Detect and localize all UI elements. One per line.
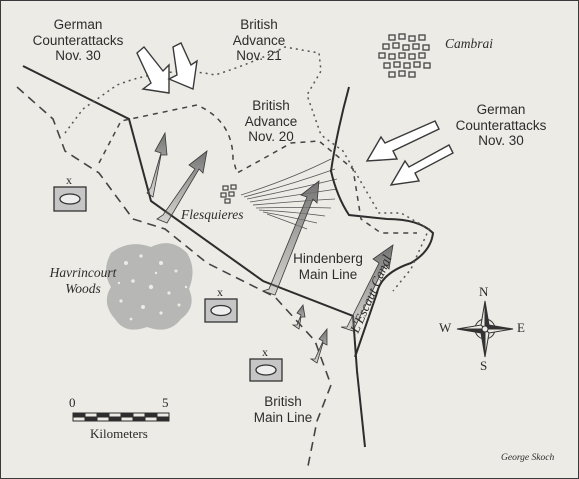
advance-arrow-5 xyxy=(291,304,306,330)
counterattack-arrow-ne-2 xyxy=(389,144,454,186)
counterattack-arrow-nw-1 xyxy=(136,45,170,94)
label-british-advance-nov20: British Advance Nov. 20 xyxy=(244,98,298,145)
unit-marker-south xyxy=(249,358,283,382)
advance-arrow-6 xyxy=(309,327,328,364)
flesquieres-village-symbol xyxy=(220,184,237,204)
unit-marker-west-x: x xyxy=(66,173,72,187)
label-british-advance-nov21: British Advance Nov. 21 xyxy=(232,17,286,64)
scale-bar xyxy=(72,412,170,422)
counterattack-arrow-ne-1 xyxy=(365,120,440,162)
compass-rose xyxy=(456,300,514,358)
advance-arrow-3 xyxy=(261,180,320,296)
unit-marker-center-x: x xyxy=(217,285,223,299)
compass-e: E xyxy=(517,320,525,335)
compass-s: S xyxy=(480,358,488,373)
unit-marker-west xyxy=(53,186,87,212)
scale-start-label: 0 xyxy=(69,395,76,410)
scale-end-label: 5 xyxy=(162,395,169,410)
map-credit: George Skoch xyxy=(501,453,555,463)
flesquieres-ridge-hatching xyxy=(240,158,338,230)
label-german-counterattacks-nw: German Counterattacks Nov. 30 xyxy=(32,17,124,64)
canal-path xyxy=(329,86,435,358)
label-hindenberg-main-line: Hindenberg Main Line xyxy=(293,251,363,282)
label-cambrai: Cambrai xyxy=(445,36,494,51)
advance-arrow-2 xyxy=(156,150,208,224)
counterattack-arrows xyxy=(136,42,454,186)
compass-n: N xyxy=(479,284,489,299)
unit-marker-center xyxy=(204,298,238,323)
british-main-line-path xyxy=(16,86,332,472)
advance-arrow-1 xyxy=(146,131,168,198)
hindenberg-line-path xyxy=(22,65,366,448)
label-havrincourt-woods: Havrincourt Woods xyxy=(49,265,117,296)
advance-nov20-line xyxy=(98,104,417,234)
havrincourt-woods-texture xyxy=(117,254,188,321)
cambrai-town-symbol xyxy=(378,33,431,78)
unit-marker-south-x: x xyxy=(262,345,268,359)
compass-w: W xyxy=(439,320,452,335)
label-british-main-line: British Main Line xyxy=(253,394,313,425)
counterattack-arrow-nw-2 xyxy=(167,42,198,90)
advance-arrows xyxy=(146,131,394,364)
label-flesquieres: Flesquieres xyxy=(181,207,244,222)
scale-unit-label: Kilometers xyxy=(90,426,148,441)
label-german-counterattacks-ne: German Counterattacks Nov. 30 xyxy=(455,102,547,149)
advance-arrow-4 xyxy=(340,244,394,332)
